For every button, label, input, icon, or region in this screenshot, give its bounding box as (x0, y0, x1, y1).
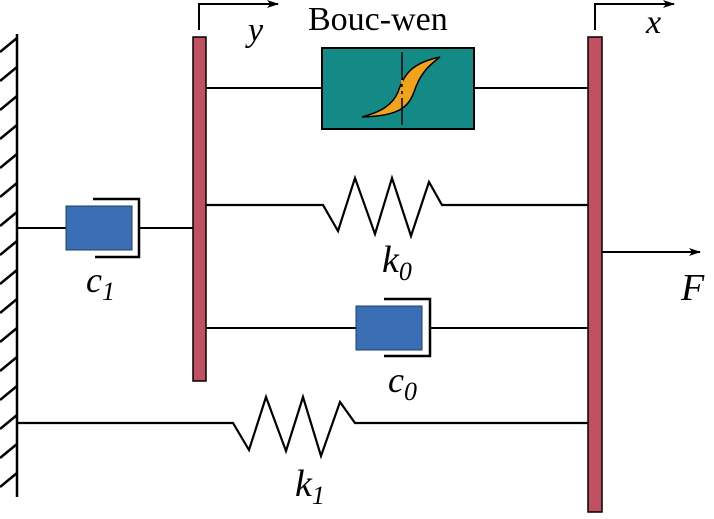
wall-hatch-line (0, 95, 18, 111)
wall-hatch-line (0, 37, 18, 53)
wall-hatch-line (0, 472, 18, 488)
spring-k1 (17, 393, 588, 460)
wall-hatch-line (0, 124, 18, 140)
wall-hatch-line (0, 240, 18, 256)
x-displacement-arrow (594, 0, 675, 30)
k1-label: k1 (295, 463, 325, 510)
bar-x (587, 36, 603, 513)
x-label: x (645, 4, 661, 41)
fixed-wall (0, 34, 19, 497)
y-displacement-arrow (198, 0, 279, 30)
k0-label: k0 (382, 239, 412, 286)
wall-hatch-line (0, 211, 18, 227)
spring-k0 (206, 174, 588, 240)
y-label: y (245, 12, 264, 49)
bouc-wen-element (206, 47, 588, 130)
damper-c1 (17, 197, 193, 259)
c0-label: c0 (388, 360, 417, 406)
wall-hatch-line (0, 356, 18, 372)
wall-hatch-line (0, 385, 18, 401)
wall-hatch-line (0, 269, 18, 285)
wall-hatch-line (0, 182, 18, 198)
wall-hatch-line (0, 66, 18, 82)
wall-hatch-line (0, 443, 18, 459)
wall-hatch-line (0, 414, 18, 430)
wall-hatch-line (0, 153, 18, 169)
wall-hatch-line (0, 327, 18, 343)
damper-c0 (206, 297, 588, 358)
bouc-wen-label: Bouc-wen (308, 1, 448, 38)
force-label: F (680, 267, 705, 309)
wall-hatch-line (0, 298, 18, 314)
bar-y (192, 36, 207, 382)
c1-label: c1 (86, 260, 115, 306)
